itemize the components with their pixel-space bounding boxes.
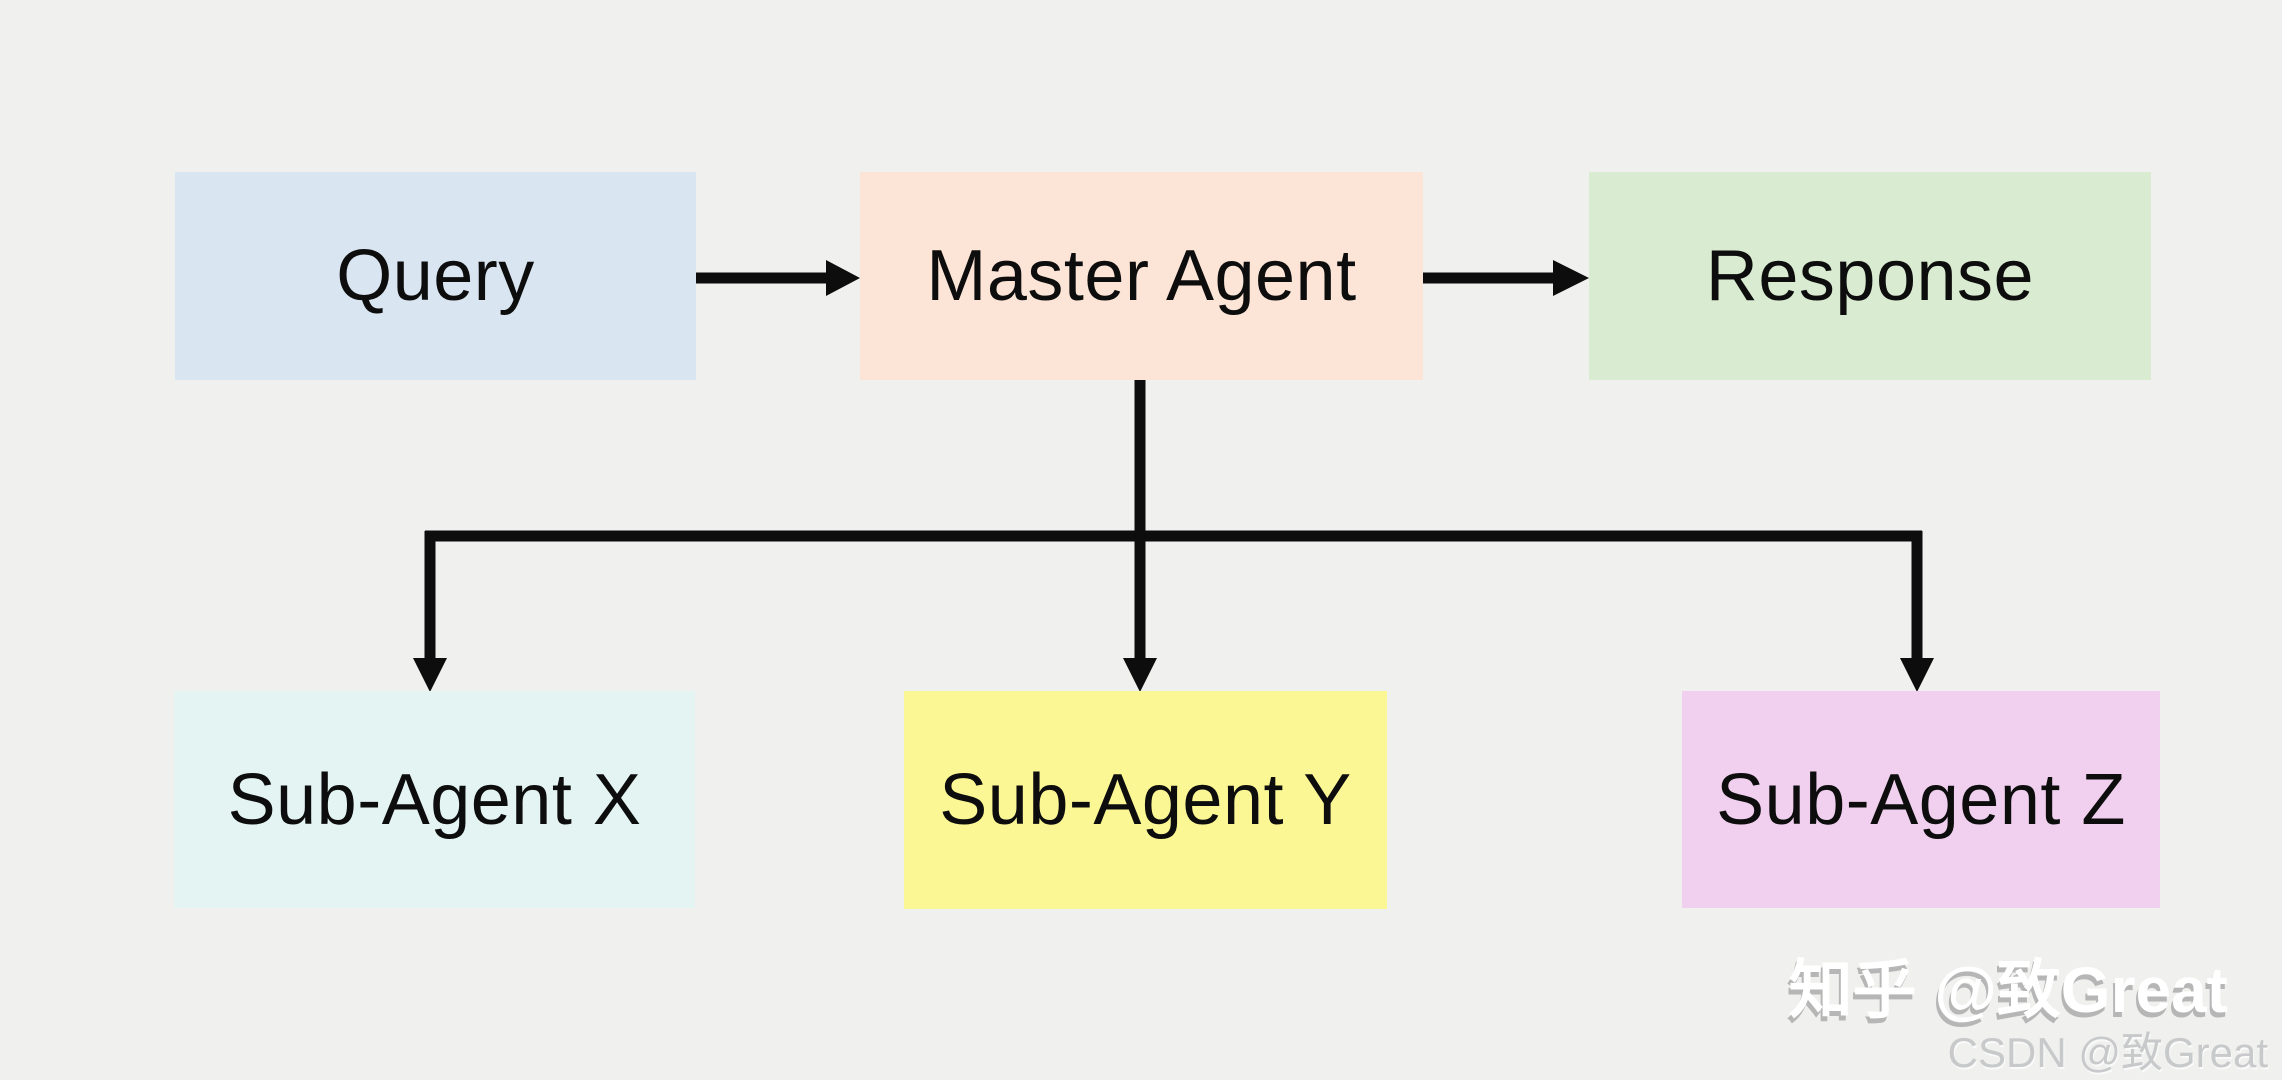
watermark-zhihu: 知乎 @致Great (1788, 954, 2228, 1026)
node-sub-agent-z-label: Sub-Agent Z (1716, 759, 2126, 840)
node-master-agent-label: Master Agent (926, 236, 1357, 316)
arrowhead-master-agent-to-sub-agent-x (413, 658, 447, 692)
arrowhead-master-agent-to-response (1553, 260, 1589, 296)
node-sub-agent-x: Sub-Agent X (174, 691, 695, 908)
node-query-label: Query (336, 236, 535, 316)
watermark-csdn: CSDN @致Great (1947, 1029, 2268, 1076)
node-sub-agent-y-label: Sub-Agent Y (939, 760, 1352, 840)
arrowhead-query-to-master-agent (826, 260, 860, 296)
node-sub-agent-z: Sub-Agent Z (1682, 691, 2160, 908)
node-query: Query (175, 172, 696, 380)
arrowhead-master-agent-to-sub-agent-y (1123, 658, 1157, 692)
node-response: Response (1589, 172, 2151, 380)
arrowhead-master-agent-to-sub-agent-z (1900, 658, 1934, 692)
node-response-label: Response (1705, 236, 2035, 316)
node-sub-agent-x-label: Sub-Agent X (227, 759, 642, 840)
node-master-agent: Master Agent (860, 172, 1423, 380)
node-sub-agent-y: Sub-Agent Y (904, 691, 1387, 909)
